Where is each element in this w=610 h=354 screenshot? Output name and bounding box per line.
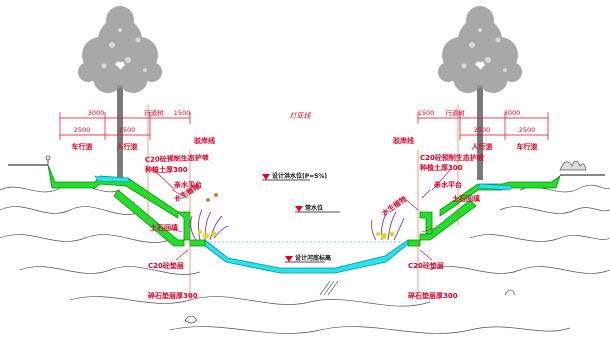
- right-dim-mid-a: 2500: [474, 126, 491, 134]
- right-lane-b: 车行道: [517, 142, 538, 151]
- normal-water-level-label: 常水位: [305, 204, 323, 212]
- right-backfill: 种植土厚300: [419, 163, 463, 172]
- walkway-strips: [94, 175, 513, 191]
- left-lane-b: 人行道: [117, 142, 138, 151]
- soil-strata-lines: [0, 183, 610, 334]
- right-base-a: C20砼垫层: [408, 261, 444, 270]
- right-revetment: C20砼预制生态护坡: [420, 153, 485, 162]
- water-level-markers: [262, 179, 340, 263]
- dimension-lines: [59, 112, 549, 140]
- right-soil-layer: 土石回填: [452, 194, 480, 203]
- left-revetment: C20砼预制生态护坡: [145, 153, 210, 164]
- right-plants: 水生植物: [380, 194, 408, 217]
- right-platform: 亲水平台: [434, 180, 462, 189]
- river-bed-level-label: 设计河底标高: [295, 254, 331, 262]
- left-dim-mid-b: 2500: [119, 126, 136, 134]
- ground-surface: [8, 164, 605, 176]
- left-base-a: C20砼垫层: [148, 261, 184, 270]
- right-dim-top-a: 1500: [418, 109, 435, 117]
- right-boundary-label: 驳岸线: [393, 136, 414, 145]
- water-level-triangles: [262, 174, 303, 262]
- left-dim-top-c: 1500: [174, 109, 191, 117]
- left-backfill: 种植土厚300: [144, 165, 188, 174]
- right-dim-top-b: 行道树: [445, 108, 465, 117]
- leader-lines: [151, 167, 453, 261]
- aquatic-plants-right: [371, 211, 405, 241]
- right-dim-top-c: 3000: [504, 109, 521, 117]
- right-base-b: 碎石垫层厚300: [408, 291, 458, 300]
- left-boundary-label: 驳岸线: [194, 136, 215, 145]
- left-dim-top-b: 行道树: [144, 108, 164, 117]
- left-platform: 亲水平台: [174, 180, 202, 189]
- boundary-lines: [147, 105, 459, 300]
- left-base-b: 碎石垫层厚300: [148, 291, 198, 300]
- right-dim-mid-b: 2500: [519, 126, 536, 134]
- revetment-left: [47, 164, 206, 247]
- tree-right: [438, 6, 522, 180]
- right-lane-a: 人行道: [472, 142, 493, 151]
- left-dim-top-a: 3000: [88, 109, 105, 117]
- shrub-right: [559, 160, 587, 171]
- left-dim-mid-a: 2500: [74, 126, 91, 134]
- design-flood-level-label: 设计洪水位(P=5%): [272, 172, 327, 180]
- section-cut-marks: [184, 280, 516, 324]
- left-soil-layer: 土石回填: [150, 223, 178, 232]
- left-lane-a: 车行道: [72, 142, 93, 151]
- center-label: 灯亚线: [290, 112, 312, 120]
- revetment-right: [407, 174, 561, 247]
- aquatic-plants-left: [190, 193, 229, 241]
- tree-left: [78, 6, 162, 180]
